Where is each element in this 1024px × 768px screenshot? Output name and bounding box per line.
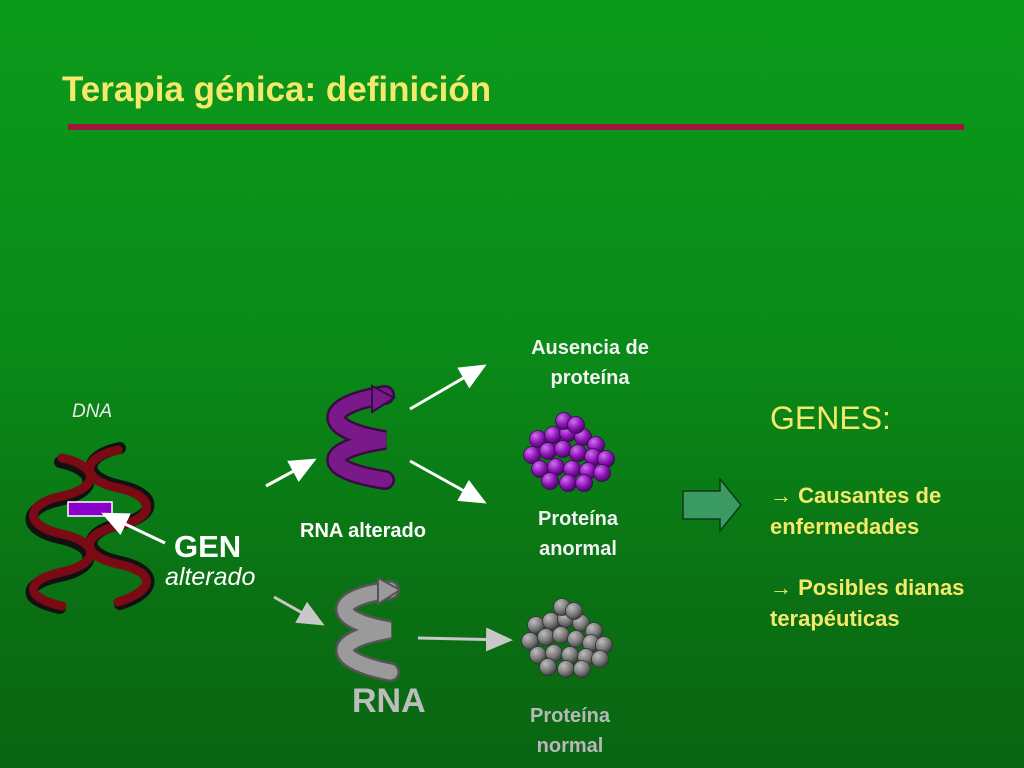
abnormal-protein-label: Proteína anormal (508, 504, 648, 564)
protein-subunit (567, 630, 585, 648)
absence-label-line1: Ausencia de (531, 337, 649, 359)
protein-subunit (537, 628, 555, 646)
gene-highlight (67, 501, 113, 517)
arrow-to-rna-altered (265, 458, 317, 488)
normal-label-line2: normal (536, 735, 604, 757)
protein-subunit (575, 474, 593, 492)
arrow-to-abnormal-protein (409, 459, 487, 504)
genes-bullet-causes: → Causantes de enfermedades (770, 481, 1010, 543)
protein-subunit (567, 416, 585, 434)
normal-protein-label: Proteína normal (500, 701, 640, 761)
normal-label-line1: Proteína (529, 705, 611, 727)
protein-subunit (539, 658, 557, 676)
bullet-text: Posibles dianas terapéuticas (770, 575, 965, 631)
protein-subunit (552, 626, 570, 644)
protein-subunit (573, 660, 591, 678)
protein-subunit (554, 440, 572, 458)
gen-sublabel: alterado (165, 563, 256, 591)
absence-label-line2: proteína (550, 367, 630, 389)
rna-altered-coil-icon (326, 384, 396, 490)
protein-subunit (542, 612, 560, 630)
rna-altered-label: RNA alterado (300, 520, 426, 542)
protein-subunit (569, 444, 587, 462)
protein-subunit (565, 602, 583, 620)
gene-pointer-arrow (101, 512, 166, 545)
dna-label: DNA (72, 401, 113, 422)
abnormal-label-line1: Proteína (537, 508, 619, 530)
genes-bullet-targets: → Posibles dianas terapéuticas (770, 573, 1010, 635)
abnormal-protein-cluster-icon (523, 412, 615, 492)
protein-subunit (539, 442, 557, 460)
protein-subunit (544, 426, 562, 444)
big-right-arrow-icon (682, 476, 742, 534)
abnormal-label-line2: anormal (539, 538, 617, 560)
arrow-bullet-icon: → (770, 575, 792, 600)
protein-subunit (559, 474, 577, 492)
arrow-to-absence (409, 364, 487, 411)
protein-subunit (541, 472, 559, 490)
arrow-to-normal-protein (417, 627, 513, 652)
bullet-text: Causantes de enfermedades (770, 483, 942, 539)
genes-heading: GENES: (770, 400, 891, 436)
protein-subunit (557, 660, 575, 678)
protein-subunit (593, 464, 611, 482)
absence-of-protein-label: Ausencia de proteína (505, 333, 675, 393)
normal-protein-cluster-icon (521, 598, 613, 678)
gen-label: GEN (174, 529, 242, 564)
title-divider (68, 124, 964, 130)
protein-subunit (591, 650, 609, 668)
arrow-to-rna-normal (273, 595, 325, 626)
slide-title: Terapia génica: definición (62, 70, 492, 109)
rna-normal-coil-icon (335, 576, 402, 682)
arrow-bullet-icon: → (770, 483, 792, 508)
rna-label: RNA (352, 682, 426, 720)
